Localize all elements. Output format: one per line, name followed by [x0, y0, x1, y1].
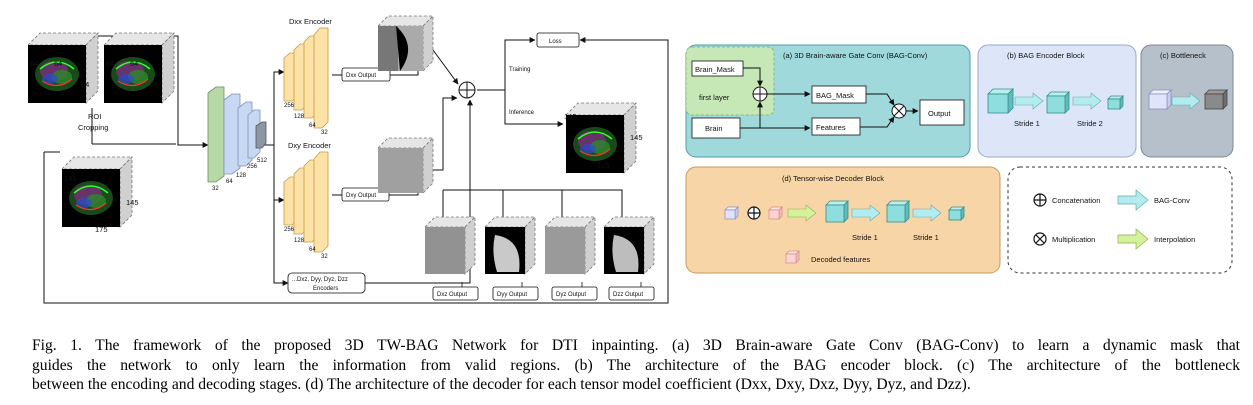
- dim-label: 64: [30, 59, 38, 68]
- channel-label: 32: [212, 186, 219, 192]
- dim-label: 175: [95, 225, 108, 234]
- dim-label: 64: [130, 59, 138, 68]
- dim-label: 64: [150, 80, 158, 89]
- dim-label: 145: [564, 112, 577, 121]
- dzz-output-label: Dzz Output: [613, 292, 643, 298]
- panel-c-title: (c) Bottleneck: [1160, 51, 1206, 60]
- panel-d-title: (d) Tensor-wise Decoder Block: [782, 174, 884, 183]
- roi-label: ROI: [88, 112, 101, 121]
- inference-label: Inference: [509, 110, 535, 116]
- bagconv-arrow-icon: [1117, 189, 1149, 211]
- cube: [1107, 95, 1124, 110]
- cube: [1046, 91, 1070, 114]
- dxx-encoder: Dxx Encoder 256 128 64 32 Dxx Output: [283, 17, 391, 136]
- stride1-label: Stride 1: [913, 233, 939, 242]
- channel-label: 32: [321, 254, 328, 260]
- caption-line: guides the network to only learn the inf…: [32, 356, 1240, 374]
- dyz-output-label: Dyz Output: [556, 292, 586, 298]
- cropping-label: Cropping: [78, 123, 108, 132]
- panel-c-bottleneck: (c) Bottleneck: [1140, 44, 1234, 158]
- panel-d-decoder-block: (d) Tensor-wise Decoder Block Stride 1 S…: [685, 166, 1001, 274]
- caption-line: Fig. 1. The framework of the proposed 3D…: [32, 337, 1240, 354]
- dim-label: 145: [126, 198, 139, 207]
- dim-label: 175: [597, 161, 610, 170]
- dyz-output-volume: [544, 216, 596, 275]
- channel-label: 256: [284, 227, 295, 233]
- stride1-label: Stride 1: [1014, 119, 1040, 128]
- channel-label: 512: [257, 158, 268, 164]
- figure-caption: Fig. 1. The framework of the proposed 3D…: [32, 336, 1240, 395]
- channel-label: 128: [294, 114, 305, 120]
- loss-label: Loss: [549, 39, 562, 45]
- brain-mask-label: Brain_Mask: [695, 65, 735, 74]
- channel-label: 32: [321, 130, 328, 136]
- shared-encoder: 32 64 128 256 512: [207, 86, 268, 192]
- concat-legend-label: Concatenation: [1052, 196, 1100, 205]
- framework-figure: 64 64 64 64 64 64 ROI Cropping 145 145 1…: [27, 15, 1234, 304]
- legend: Concatenation BAG-Conv Multiplication In…: [1007, 166, 1233, 274]
- bagconv-legend-label: BAG-Conv: [1154, 196, 1190, 205]
- cropped-volume-1: [27, 32, 99, 104]
- channel-label: 64: [309, 123, 316, 129]
- mult-legend-label: Multiplication: [1052, 235, 1095, 244]
- dyy-output-label: Dyy Output: [497, 292, 527, 298]
- channel-label: 64: [309, 247, 316, 253]
- features-label: Features: [816, 123, 846, 132]
- dim-label: 64: [81, 80, 89, 89]
- dim-label: 64: [54, 59, 62, 68]
- dxx-encoder-title: Dxx Encoder: [289, 17, 332, 26]
- channel-label: 128: [294, 238, 305, 244]
- dxx-output-label: Dxx Output: [346, 73, 376, 79]
- output-label: Output: [928, 109, 951, 118]
- channel-label: 64: [226, 179, 233, 185]
- panel-a-title: (a) 3D Brain-aware Gate Conv (BAG-Conv): [783, 51, 928, 60]
- decoded-features-label: Decoded features: [811, 255, 870, 264]
- other-encoders: ...Dxz, Dyy, Dyz, Dzz Encoders: [287, 272, 366, 294]
- panel-b-title: (b) BAG Encoder Block: [1007, 51, 1085, 60]
- channel-label: 256: [284, 103, 295, 109]
- stride1-label: Stride 1: [852, 233, 878, 242]
- brain-label: Brain: [705, 124, 723, 133]
- dxx-output-volume: [377, 15, 434, 72]
- full-volume: [61, 156, 133, 228]
- channel-label: 256: [247, 164, 258, 170]
- training-label: Training: [509, 67, 530, 73]
- concat-node: [458, 81, 476, 99]
- panel-b-encoder-block: (b) BAG Encoder Block Stride 1 Stride 2: [977, 44, 1137, 158]
- other-encoders-line1: ...Dxz, Dyy, Dyz, Dzz: [292, 277, 348, 283]
- caption-line: between the encoding and decoding stages…: [32, 376, 971, 393]
- cube: [987, 88, 1014, 114]
- dim-label: 64: [106, 59, 114, 68]
- interp-legend-label: Interpolation: [1154, 235, 1195, 244]
- dxy-encoder-title: Dxy Encoder: [288, 141, 331, 150]
- dxz-output-label: Dxz Output: [437, 292, 467, 298]
- dzz-output-volume: [603, 216, 655, 275]
- dim-label: 145: [64, 174, 77, 183]
- channel-label: 128: [236, 173, 247, 179]
- interp-arrow-icon: [1117, 228, 1149, 250]
- other-encoders-line2: Encoders: [313, 286, 338, 292]
- cropped-volume-2: [103, 32, 175, 104]
- dim-label: 145: [630, 133, 643, 142]
- dyy-output-volume: [484, 216, 536, 275]
- dxy-output-volume: [377, 137, 434, 194]
- pipeline-diagram: 64 64 64 64 64 64 ROI Cropping 145 145 1…: [27, 15, 669, 304]
- stride2-label: Stride 2: [1077, 119, 1103, 128]
- first-layer-label: first layer: [699, 93, 730, 102]
- panel-a-bag-conv: (a) 3D Brain-aware Gate Conv (BAG-Conv) …: [685, 44, 971, 158]
- dxz-output-volume: [424, 216, 476, 275]
- bag-mask-label: BAG_Mask: [816, 91, 854, 100]
- dxy-output-label: Dxy Output: [346, 193, 376, 199]
- dxy-encoder: Dxy Encoder 256 128 64 32 Dxy Output: [283, 141, 390, 260]
